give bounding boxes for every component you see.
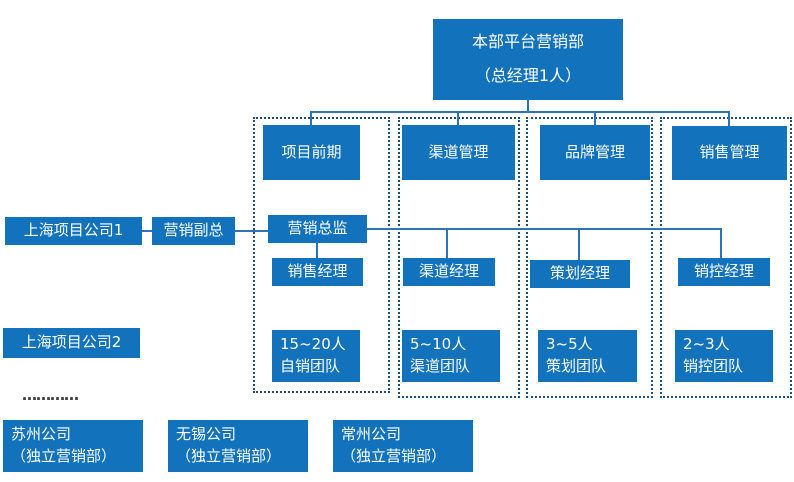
more-companies-ellipsis: …………	[22, 386, 79, 404]
branch-note: （独立营销部）	[341, 447, 447, 465]
manager-box-sales: 销售经理	[272, 258, 363, 286]
marketing-director-box: 营销总监	[268, 215, 367, 243]
branch-box-changzhou: 常州公司 （独立营销部）	[333, 420, 473, 472]
connector-drop-dept-3	[594, 111, 596, 126]
branch-box-wuxi: 无锡公司 （独立营销部）	[168, 420, 308, 472]
connector-drop-dept-2	[457, 111, 459, 126]
connector-company1-deputy	[142, 230, 152, 232]
dept-box-brand-mgmt: 品牌管理	[540, 125, 650, 180]
dept-box-sales-mgmt: 销售管理	[672, 126, 787, 180]
manager-box-channel: 渠道经理	[403, 258, 495, 286]
connector-drop-mgr-control	[720, 228, 722, 258]
branch-name: 常州公司	[341, 425, 402, 444]
branch-note: （独立营销部）	[11, 447, 117, 465]
team-box-channel: 5~10人 渠道团队	[402, 330, 500, 382]
connector-deputy-director	[235, 230, 268, 232]
manager-box-planning: 策划经理	[530, 260, 630, 288]
manager-box-sales-control: 销控经理	[678, 258, 770, 286]
team-name: 自销团队	[280, 357, 341, 375]
connector-top-hbar	[310, 111, 730, 113]
team-size: 5~10人	[410, 335, 467, 354]
team-name: 渠道团队	[410, 357, 471, 375]
dashed-column-1	[253, 117, 390, 393]
team-name: 策划团队	[546, 357, 607, 375]
root-subtitle: （总经理1人）	[474, 66, 582, 86]
branch-name: 无锡公司	[176, 425, 237, 444]
company1-box: 上海项目公司1	[5, 217, 142, 245]
dept-box-project-prep: 项目前期	[263, 125, 360, 180]
team-name: 销控团队	[683, 357, 744, 375]
branch-name: 苏州公司	[11, 425, 72, 444]
team-box-self-sales: 15~20人 自销团队	[272, 330, 360, 382]
dept-box-channel-mgmt: 渠道管理	[402, 125, 515, 180]
branch-box-suzhou: 苏州公司 （独立营销部）	[3, 420, 143, 472]
deputy-director-box: 营销副总	[152, 217, 235, 245]
connector-drop-dept-4	[728, 111, 730, 126]
team-size: 3~5人	[546, 335, 593, 354]
connector-drop-mgr-channel	[446, 228, 448, 258]
dashed-column-2	[398, 117, 520, 398]
connector-root-stem	[527, 100, 529, 112]
dashed-column-3	[526, 117, 653, 398]
team-box-sales-control: 2~3人 销控团队	[675, 330, 773, 382]
connector-director-hbar	[367, 228, 722, 230]
company2-box: 上海项目公司2	[3, 328, 140, 358]
branch-note: （独立营销部）	[176, 447, 282, 465]
team-size: 15~20人	[280, 335, 346, 354]
connector-director-stem	[316, 243, 318, 258]
connector-drop-dept-1	[310, 111, 312, 126]
root-box: 本部平台营销部 （总经理1人）	[433, 19, 623, 100]
connector-drop-mgr-planning	[578, 228, 580, 260]
dashed-column-4	[660, 117, 792, 398]
root-title: 本部平台营销部	[471, 32, 584, 52]
team-box-planning: 3~5人 策划团队	[538, 330, 637, 382]
team-size: 2~3人	[683, 335, 730, 354]
